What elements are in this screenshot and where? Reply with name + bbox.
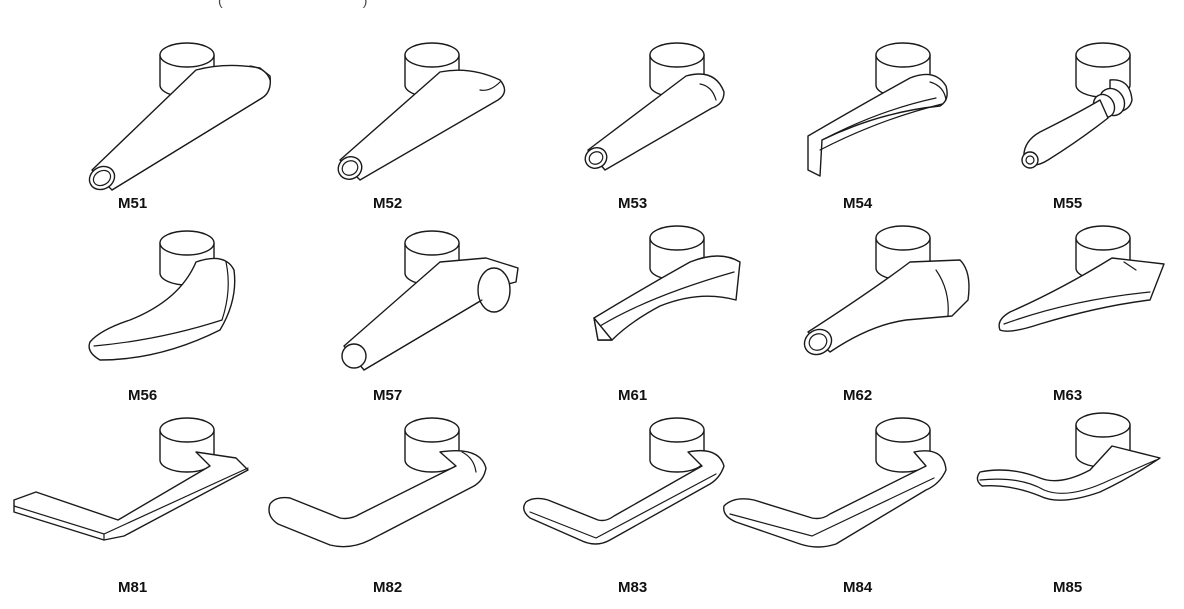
lever-straight-round-icon — [88, 42, 272, 191]
lever-m84[interactable]: M84 — [723, 417, 947, 596]
lever-code-m82: M82 — [373, 579, 402, 596]
lever-bent-profile-icon — [523, 417, 725, 545]
lever-code-m53: M53 — [618, 195, 647, 212]
lever-short-return-icon — [584, 42, 725, 171]
lever-code-m83: M83 — [618, 579, 647, 596]
lever-m57[interactable]: M57 — [341, 230, 519, 404]
lever-code-m56: M56 — [128, 387, 157, 404]
lever-tapered-traditional-icon — [1021, 42, 1133, 169]
lever-m55[interactable]: M55 — [1021, 42, 1133, 212]
lever-code-m85: M85 — [1053, 579, 1082, 596]
lever-straight-rose-icon — [341, 230, 519, 371]
lever-code-m63: M63 — [1053, 387, 1082, 404]
lever-curved-flat-icon — [807, 42, 948, 177]
lever-bent-sculpted-icon — [723, 417, 947, 548]
lever-code-m57: M57 — [373, 387, 402, 404]
lever-curved-round-icon — [803, 225, 970, 356]
lever-angular-flat-icon — [13, 417, 249, 541]
lever-m82[interactable]: M82 — [268, 417, 487, 596]
lever-flared-flat-icon — [998, 225, 1165, 332]
lever-code-m52: M52 — [373, 195, 402, 212]
lever-curved-hollow-icon — [593, 225, 741, 341]
lever-code-m61: M61 — [618, 387, 647, 404]
lever-code-m62: M62 — [843, 387, 872, 404]
lever-code-m51: M51 — [118, 195, 147, 212]
lever-code-m55: M55 — [1053, 195, 1082, 212]
lever-code-m84: M84 — [843, 579, 873, 596]
lever-curved-paddle-icon — [88, 230, 236, 361]
lever-straight-return-icon — [337, 42, 506, 181]
lever-m56[interactable]: M56 — [88, 230, 236, 404]
lever-code-m54: M54 — [843, 195, 873, 212]
lever-m51[interactable]: M51 — [85, 42, 272, 212]
lever-m83[interactable]: M83 — [523, 417, 725, 596]
lever-bent-round-icon — [268, 417, 487, 548]
lever-m52[interactable]: M52 — [334, 42, 506, 212]
lever-m61[interactable]: M61 — [593, 225, 741, 404]
lever-m62[interactable]: M62 — [800, 225, 970, 404]
lever-m85[interactable]: M85 — [976, 412, 1161, 596]
lever-code-m81: M81 — [118, 579, 147, 596]
lever-m53[interactable]: M53 — [581, 42, 725, 212]
lever-m63[interactable]: M63 — [998, 225, 1165, 404]
lever-m81[interactable]: M81 — [13, 417, 249, 596]
lever-wave-icon — [976, 412, 1161, 501]
lever-m54[interactable]: M54 — [807, 42, 948, 212]
header-fragment: ( ) — [218, 0, 368, 8]
